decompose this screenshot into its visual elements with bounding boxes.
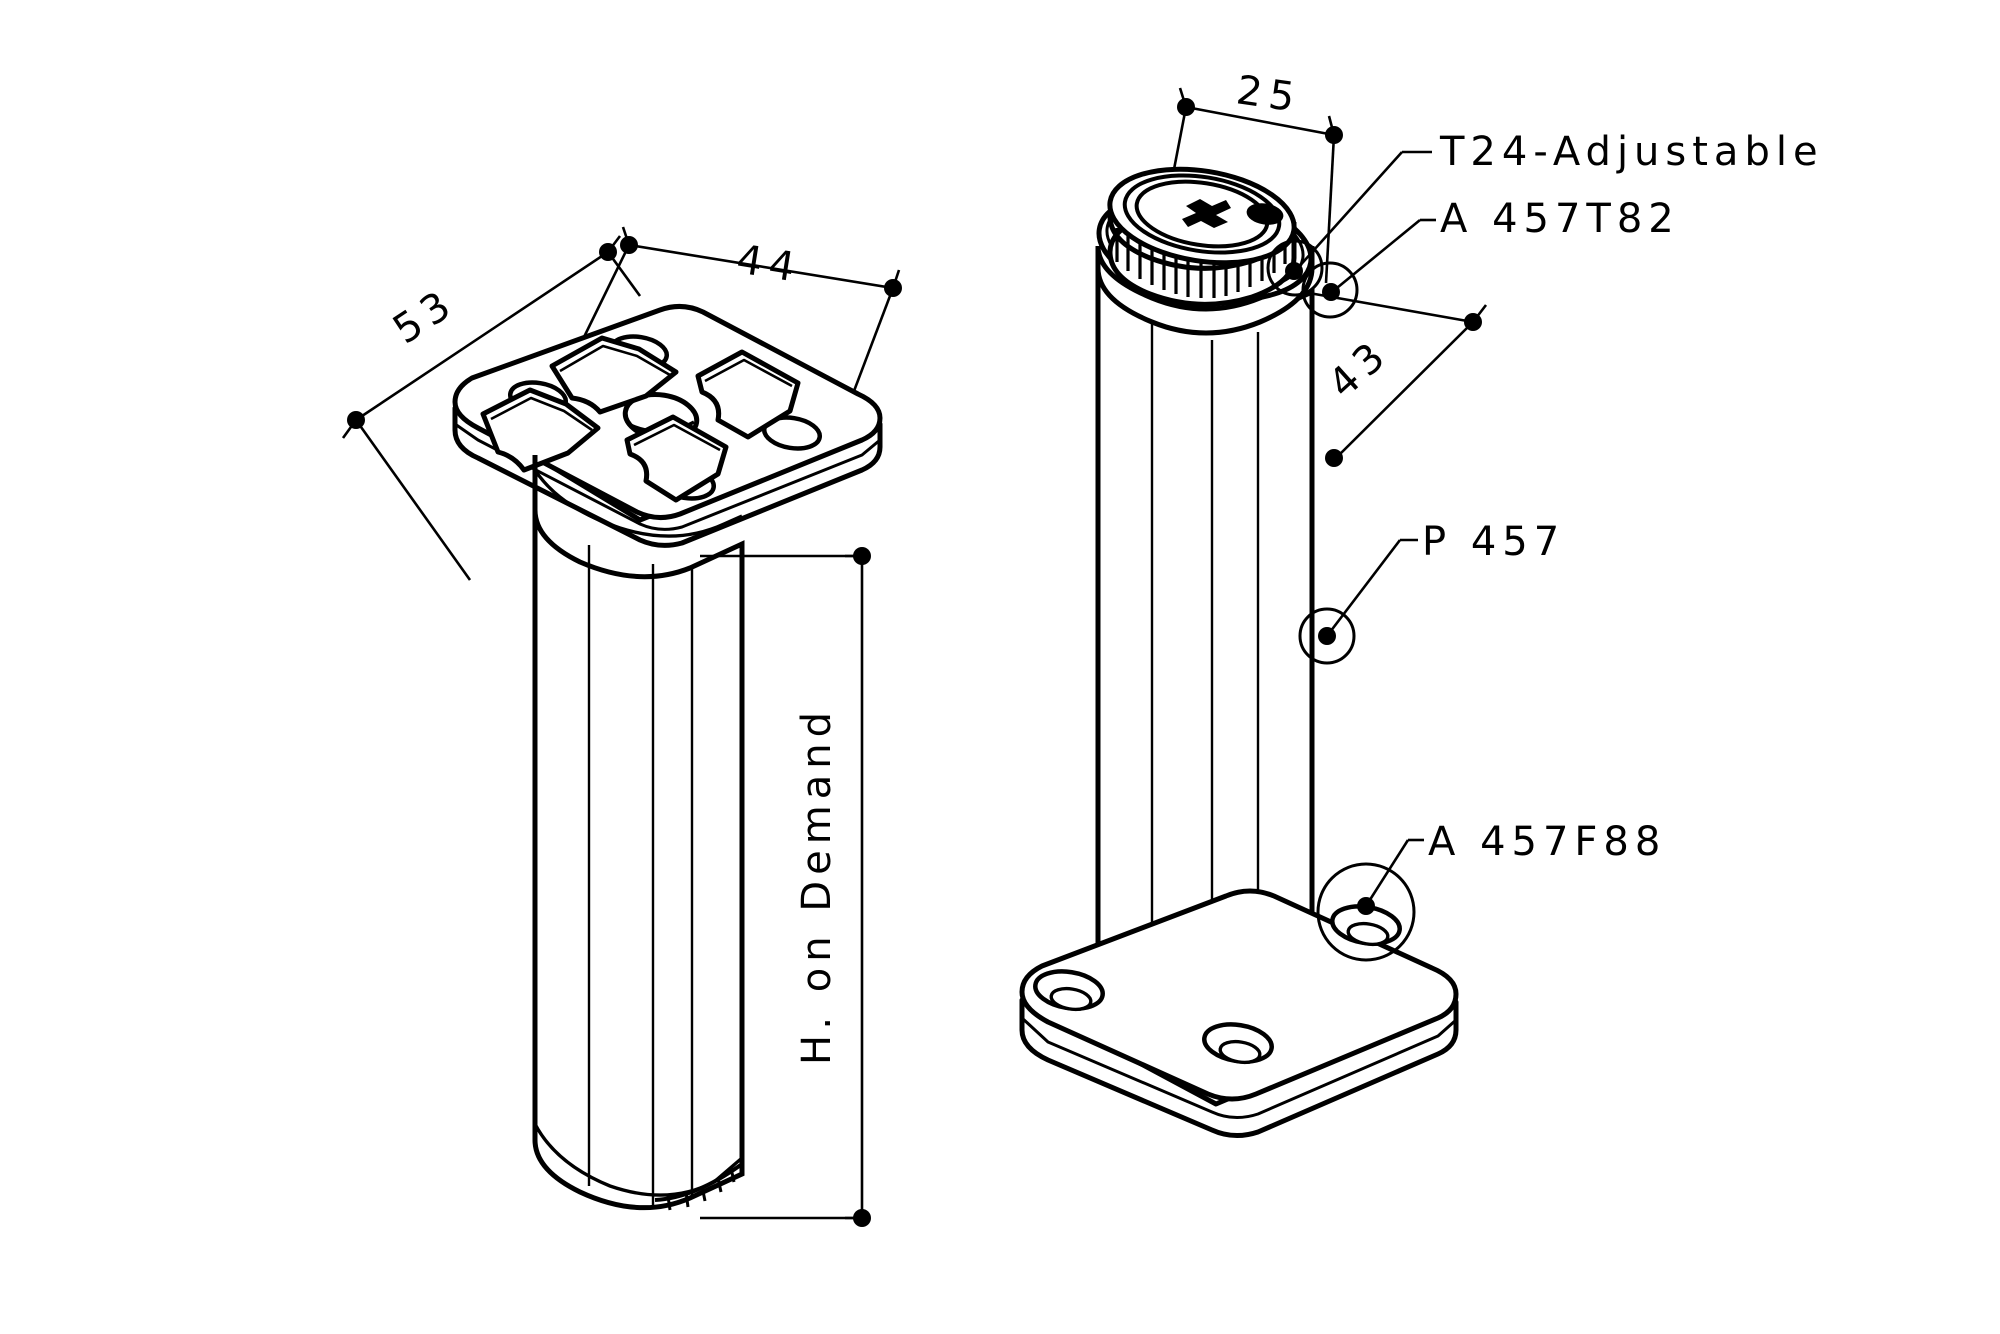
label-a457t82: A 457T82 xyxy=(1440,196,1680,242)
bottom-glide-knurl-left xyxy=(654,1162,744,1211)
plate-cutouts xyxy=(480,335,801,503)
collar-detail-circles xyxy=(1266,239,1359,319)
cutout-lower-left xyxy=(480,387,601,473)
plate-rim-line xyxy=(454,422,881,531)
right-assembly-view: 25 43 xyxy=(1019,67,1824,1138)
dim-terminator-dot xyxy=(1177,98,1195,116)
dim-terminator-dot xyxy=(1325,449,1343,467)
base-plate xyxy=(1019,888,1459,1138)
dim-terminator-dot xyxy=(599,243,617,261)
label-a457f88: A 457F88 xyxy=(1428,819,1666,865)
dim-terminator-dot xyxy=(1325,126,1343,144)
tube-top-edge xyxy=(533,469,743,538)
base-hole-left-inner xyxy=(1049,986,1093,1012)
dim-terminator-dot xyxy=(853,1209,871,1227)
leader-a457f88 xyxy=(1364,838,1424,907)
dim-terminator-dot xyxy=(347,411,365,429)
dim-terminator-dot xyxy=(1322,283,1340,301)
base-plate-rim-line xyxy=(1020,1016,1457,1119)
base-hole-front-inner xyxy=(1218,1039,1262,1065)
dimension-44-label: 44 xyxy=(733,236,804,292)
phillips-screw-icon[interactable] xyxy=(1182,199,1231,228)
height-on-demand-label: H. on Demand xyxy=(794,706,840,1065)
tube-detail-circle xyxy=(1298,607,1356,665)
cutout-upper-right xyxy=(695,349,801,440)
adjustable-knob[interactable] xyxy=(1103,157,1301,307)
leader-t24-adjustable xyxy=(1295,150,1432,271)
label-t24-adjustable: T24-Adjustable xyxy=(1439,129,1824,175)
base-plate-top-face xyxy=(1019,888,1459,1102)
base-hole-right-inner xyxy=(1346,921,1390,947)
leg-tube-left xyxy=(532,455,745,1211)
dim-terminator-dot xyxy=(884,279,902,297)
dim-terminator-dot xyxy=(620,236,638,254)
dim-terminator-dot xyxy=(853,547,871,565)
base-detail-circle xyxy=(1316,862,1416,962)
knurl-teeth xyxy=(1115,228,1287,298)
cutout-lower-right xyxy=(624,414,729,503)
dim-terminator-dot xyxy=(1464,313,1482,331)
leader-p457 xyxy=(1325,538,1418,637)
leader-a457t82 xyxy=(1331,218,1436,294)
dimension-25-label: 25 xyxy=(1234,67,1305,122)
label-p457: P 457 xyxy=(1422,519,1565,565)
tube-body xyxy=(532,455,745,1211)
base-plate-holes xyxy=(1033,904,1402,1065)
knob-index-lug xyxy=(1246,203,1284,225)
